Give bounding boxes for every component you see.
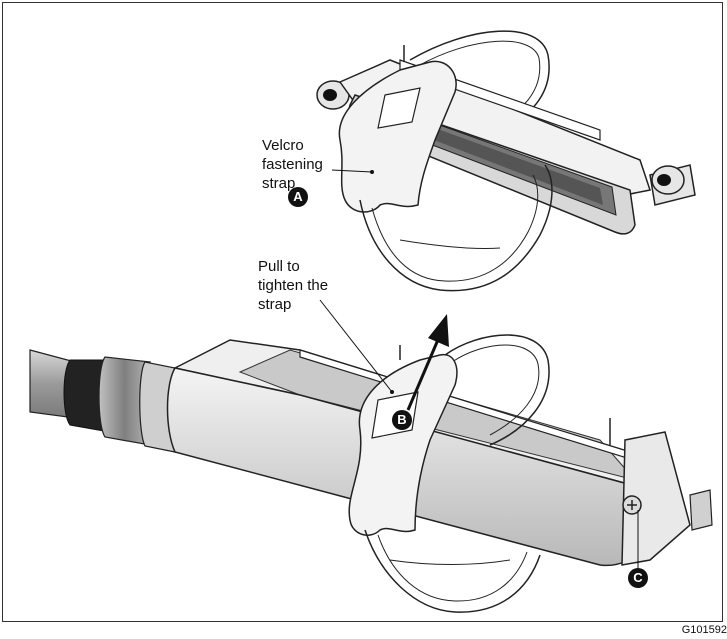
callout-c: C (628, 568, 648, 588)
callout-b: B (392, 410, 412, 430)
velcro-strap-label: Velcro fastening strap (262, 137, 323, 192)
top-connector (316, 30, 696, 292)
callout-a: A (288, 187, 308, 207)
figure-id: G101592 (681, 624, 727, 636)
pull-to-tighten-label: Pull to tighten the strap (258, 258, 329, 313)
pull-leader-line (319, 299, 393, 393)
strap-leader-line (331, 169, 373, 173)
bottom-connector (29, 314, 713, 613)
